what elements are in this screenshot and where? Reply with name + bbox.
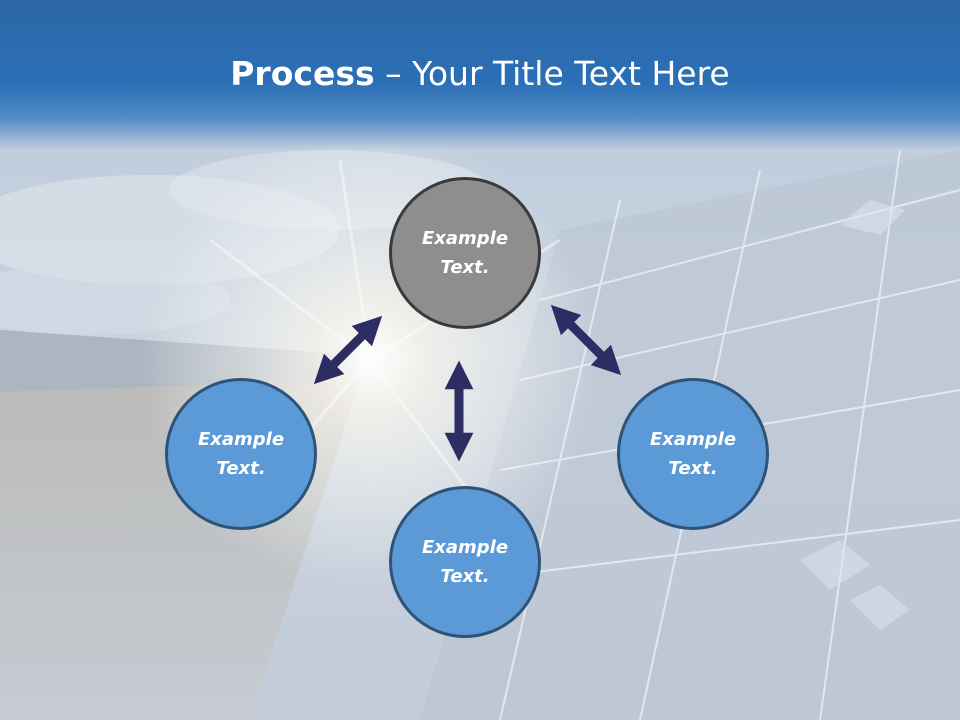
node-right: Example Text.	[617, 378, 769, 530]
node-top: Example Text.	[389, 177, 541, 329]
node-bottom-label: Example Text.	[421, 537, 509, 587]
node-left: Example Text.	[165, 378, 317, 530]
title-bold: Process	[230, 54, 375, 93]
title-banner	[0, 0, 960, 150]
title-rest: – Your Title Text Here	[374, 54, 730, 93]
node-left-label: Example Text.	[197, 429, 285, 479]
slide-title: Process – Your Title Text Here	[0, 52, 960, 96]
node-bottom: Example Text.	[389, 486, 541, 638]
node-top-label: Example Text.	[421, 228, 509, 278]
node-right-label: Example Text.	[649, 429, 737, 479]
